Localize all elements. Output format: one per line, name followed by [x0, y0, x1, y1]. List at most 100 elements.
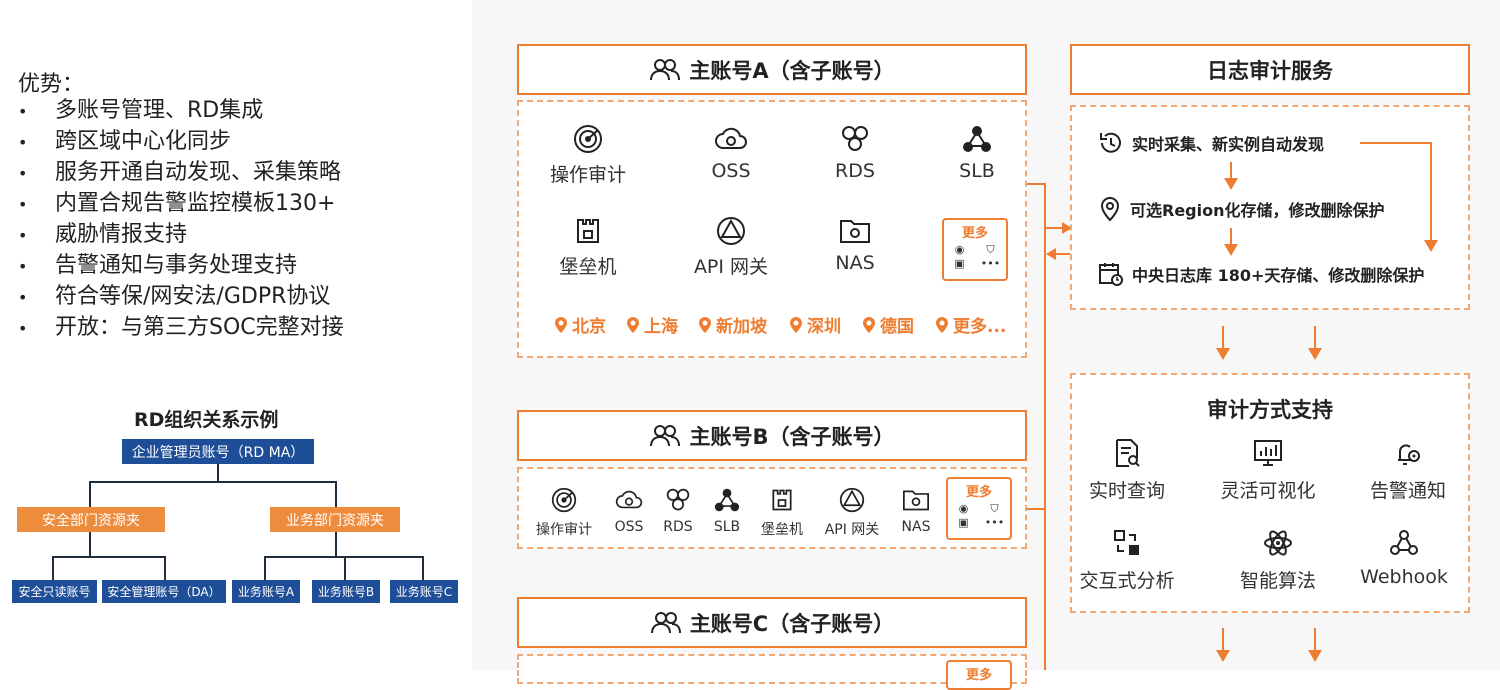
audit-method-query: 实时查询 [1067, 438, 1187, 503]
webhook-icon [1390, 530, 1418, 555]
account-c-header: 主账号C（含子账号） [517, 597, 1027, 648]
feature-central-logstore: 中央日志库 180+天存储、修改删除保护 [1098, 261, 1424, 287]
arrow-down-icon [1224, 228, 1238, 256]
location-pin-icon [699, 316, 711, 333]
location-pin-icon [790, 316, 802, 333]
advantage-item: •跨区域中心化同步 [18, 129, 232, 154]
org-connector [335, 532, 337, 557]
service-oss: OSS [594, 487, 664, 535]
account-b-title: 主账号B（含子账号） [689, 424, 895, 449]
rd-leaf-node: 安全管理账号（DA） [102, 580, 226, 603]
more-services-box[interactable]: 更多 ◉ ⛉ ▣ ••• [942, 218, 1008, 281]
bidirectional-arrow-icon [1046, 222, 1072, 260]
location-pin-icon [555, 316, 567, 333]
service-slb: SLB [692, 487, 762, 535]
network-nodes-icon [714, 488, 740, 512]
region-tag: 北京 [554, 312, 606, 337]
api-triangle-icon [839, 487, 865, 513]
left-panel [0, 0, 472, 670]
service-api-gateway: API 网关 [817, 487, 887, 539]
document-search-icon [1116, 439, 1140, 467]
advantage-item: •服务开通自动发现、采集策略 [18, 160, 342, 185]
network-nodes-icon [963, 126, 991, 152]
advantage-item: •开放：与第三方SOC完整对接 [18, 315, 344, 340]
folder-cloud-icon [840, 220, 870, 243]
account-b-header: 主账号B（含子账号） [517, 410, 1027, 461]
rd-folder-business: 业务部门资源夹 [270, 507, 400, 532]
users-icon [650, 424, 681, 446]
more-services-grid: ◉ ⛉ ▣ ••• [944, 243, 1006, 270]
radar-icon [551, 487, 577, 513]
atom-icon [1264, 530, 1292, 556]
service-bastion: 堡垒机 [533, 216, 643, 279]
rd-leaf-node: 业务账号B [312, 580, 380, 603]
folder-cloud-icon [903, 490, 929, 511]
location-pin-icon [936, 316, 948, 333]
region-tag: 德国 [862, 312, 914, 337]
location-pin-icon [627, 316, 639, 333]
bell-gear-icon [1398, 444, 1420, 465]
shield-icon: ⛉ [986, 243, 995, 256]
more-services-label: 更多 [961, 226, 988, 241]
service-operation-audit: 操作审计 [529, 487, 599, 539]
advantage-item: •多账号管理、RD集成 [18, 98, 264, 123]
ellipsis-icon: ••• [980, 257, 1001, 270]
rd-root-node: 企业管理员账号（RD MA） [122, 439, 314, 464]
org-connector [52, 556, 165, 558]
region-tag: 新加坡 [698, 312, 767, 337]
connector-line [1027, 183, 1045, 185]
rd-leaf-node: 安全只读账号 [12, 580, 97, 603]
connector-line [1027, 508, 1045, 510]
audit-method-visualize: 灵活可视化 [1208, 438, 1328, 503]
advantage-item: •符合等保/网安法/GDPR协议 [18, 284, 331, 309]
arrow-down-icon [1216, 628, 1230, 662]
account-c-title: 主账号C（含子账号） [689, 611, 895, 636]
more-services-grid: ◉ ⛉ ▣ ••• [948, 502, 1010, 529]
region-tag: 上海 [626, 312, 678, 337]
account-b-panel [517, 467, 1027, 549]
log-service-panel [1070, 105, 1470, 310]
location-outline-icon [1100, 196, 1120, 222]
more-services-box[interactable]: 更多 [946, 660, 1012, 690]
org-connector [264, 556, 266, 580]
app-icon: ▣ [958, 516, 969, 529]
api-triangle-icon [717, 217, 745, 245]
audit-methods-title: 审计方式支持 [1207, 398, 1333, 422]
account-a-header: 主账号A（含子账号） [517, 44, 1027, 95]
app-icon: ▣ [954, 257, 965, 270]
org-connector [89, 481, 337, 483]
arrow-down-icon [1224, 162, 1238, 190]
feature-region-storage: 可选Region化存储，修改删除保护 [1098, 196, 1385, 222]
log-service-header: 日志审计服务 [1070, 44, 1470, 95]
location-pin-icon [863, 316, 875, 333]
org-connector [52, 556, 54, 580]
advantages-list: •多账号管理、RD集成 •跨区域中心化同步 •服务开通自动发现、采集策略 •内置… [18, 96, 344, 344]
flow-line [1360, 142, 1432, 144]
audit-method-alert: 告警通知 [1348, 438, 1468, 503]
log-service-title: 日志审计服务 [1207, 58, 1333, 83]
region-tag: 更多... [935, 312, 1006, 337]
org-connector [217, 464, 219, 482]
advantage-item: •内置合规告警监控模板130+ [18, 191, 336, 216]
org-connector [89, 481, 91, 507]
users-icon [650, 58, 681, 80]
region-tag: 深圳 [789, 312, 841, 337]
history-icon [1100, 132, 1121, 153]
org-connector [422, 556, 424, 580]
layers-icon: ◉ [954, 243, 965, 256]
rd-org-title: RD组织关系示例 [134, 409, 279, 431]
shield-icon: ⛉ [990, 502, 999, 515]
advantage-item: •威胁情报支持 [18, 222, 188, 247]
advantages-title: 优势： [18, 72, 85, 97]
audit-method-algorithm: 智能算法 [1218, 528, 1338, 593]
service-slb: SLB [922, 124, 1032, 182]
org-connector [164, 556, 166, 580]
connector-line [1044, 183, 1046, 670]
more-services-box[interactable]: 更多 ◉ ⛉ ▣ ••• [946, 477, 1012, 540]
more-services-label: 更多 [965, 485, 992, 500]
audit-method-webhook: Webhook [1344, 528, 1464, 588]
org-connector [335, 481, 337, 507]
rd-leaf-node: 业务账号C [390, 580, 458, 603]
dashboard-chart-icon [1254, 440, 1282, 466]
audit-methods-panel [1070, 373, 1470, 613]
